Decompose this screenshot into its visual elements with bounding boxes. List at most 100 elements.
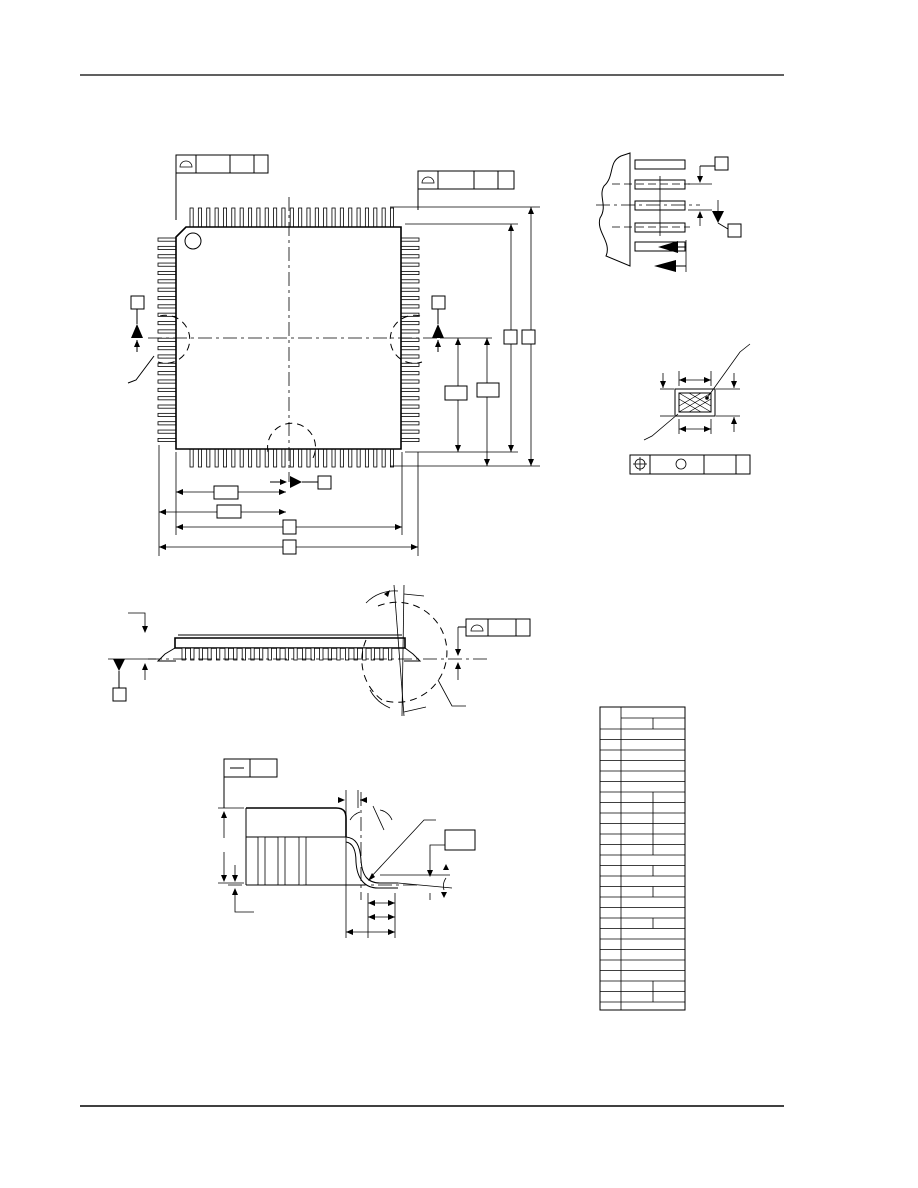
land-leader <box>706 343 751 399</box>
lead-right <box>400 329 420 334</box>
lead-top <box>339 207 344 228</box>
bottom-dimensions <box>158 445 419 556</box>
lead-right <box>400 270 420 275</box>
lead-bottom <box>273 448 278 468</box>
lead-right <box>400 379 420 384</box>
lead-top <box>214 207 219 228</box>
lead-left <box>157 296 177 301</box>
lead-right <box>400 296 420 301</box>
pins-left-column <box>157 237 177 442</box>
lead-top <box>256 207 261 228</box>
lead-left <box>157 337 177 342</box>
lead-bottom <box>256 448 261 468</box>
lead-right <box>400 321 420 326</box>
package-body <box>175 226 402 450</box>
lead-bottom <box>189 448 194 468</box>
datum-right <box>431 295 446 352</box>
pins-top-row <box>189 207 394 228</box>
leader-left-detail <box>127 355 155 384</box>
lead-left <box>157 429 177 434</box>
lead-left <box>157 371 177 376</box>
pins-bottom-row <box>189 448 394 468</box>
lead-bottom <box>339 448 344 468</box>
lead-top <box>189 207 194 228</box>
side-lead <box>301 647 307 661</box>
pins-right-column <box>400 237 420 442</box>
lead-right <box>400 429 420 434</box>
lead-left <box>157 362 177 367</box>
side-lead <box>336 647 341 661</box>
side-lead <box>293 647 298 661</box>
lead-bottom <box>306 448 311 468</box>
foot-leader <box>369 819 436 879</box>
lead-top <box>298 207 303 228</box>
lead-right <box>400 354 420 359</box>
lead-right <box>400 437 420 442</box>
lead-bottom <box>356 448 361 468</box>
side-lead <box>310 647 315 661</box>
section-pins <box>257 836 307 886</box>
lead-bottom <box>331 448 336 468</box>
lead-top <box>197 207 202 228</box>
datum-triangle-icon <box>712 211 724 223</box>
flatness-control-frame-right <box>417 170 515 210</box>
lead-left <box>157 387 177 392</box>
straightness-control-frame <box>223 758 278 808</box>
lead-top <box>206 207 211 228</box>
detail-circle-bottom <box>267 422 317 459</box>
section-lead <box>277 836 286 886</box>
lead-left <box>157 237 177 242</box>
lead-top <box>381 207 386 228</box>
side-lead <box>241 647 246 661</box>
lead-right <box>400 362 420 367</box>
lead-left <box>157 354 177 359</box>
right-dimensions <box>390 206 540 467</box>
lead-left <box>157 437 177 442</box>
lead-bottom <box>298 448 303 468</box>
lead-left <box>157 321 177 326</box>
lead-left <box>157 287 177 292</box>
diameter-circle-symbol-icon <box>675 458 687 470</box>
lead-right <box>400 245 420 250</box>
lead-top <box>248 207 253 228</box>
lead-left <box>157 412 177 417</box>
datum-bottom <box>270 475 332 490</box>
lead-bottom <box>206 448 211 468</box>
lead-left <box>157 421 177 426</box>
pin1-index-circle <box>184 232 202 250</box>
lead-left <box>157 279 177 284</box>
lead-top <box>314 207 319 228</box>
flatness-symbol-icon <box>470 624 484 632</box>
lead-right <box>400 396 420 401</box>
side-body <box>174 637 406 649</box>
lead-left <box>157 254 177 259</box>
lead-right <box>400 404 420 409</box>
side-lead <box>284 647 290 661</box>
dimension-table <box>599 706 686 1011</box>
flatness-symbol-icon <box>179 160 193 168</box>
flatness-control-frame-side <box>455 618 531 680</box>
detail-circle-right <box>389 314 423 364</box>
side-lead <box>215 647 221 661</box>
lead-right <box>400 412 420 417</box>
lead-top <box>239 207 244 228</box>
side-lead <box>327 647 333 661</box>
lead-right <box>400 387 420 392</box>
side-lead <box>362 647 367 661</box>
position-control-frame <box>629 454 751 475</box>
side-lead <box>370 647 376 661</box>
land-detail-view <box>629 343 751 475</box>
lead-bottom <box>348 448 353 468</box>
lead-left <box>157 396 177 401</box>
lead-top <box>281 207 286 228</box>
flatness-symbol-icon <box>421 176 435 184</box>
lead-left <box>157 262 177 267</box>
lead-left <box>157 304 177 309</box>
position-symbol-icon <box>633 457 647 471</box>
section-body <box>246 807 347 837</box>
lead-detail-view <box>596 152 742 272</box>
lead-right <box>400 287 420 292</box>
lead-left <box>157 346 177 351</box>
lead-bottom <box>314 448 319 468</box>
side-lead <box>387 647 393 661</box>
